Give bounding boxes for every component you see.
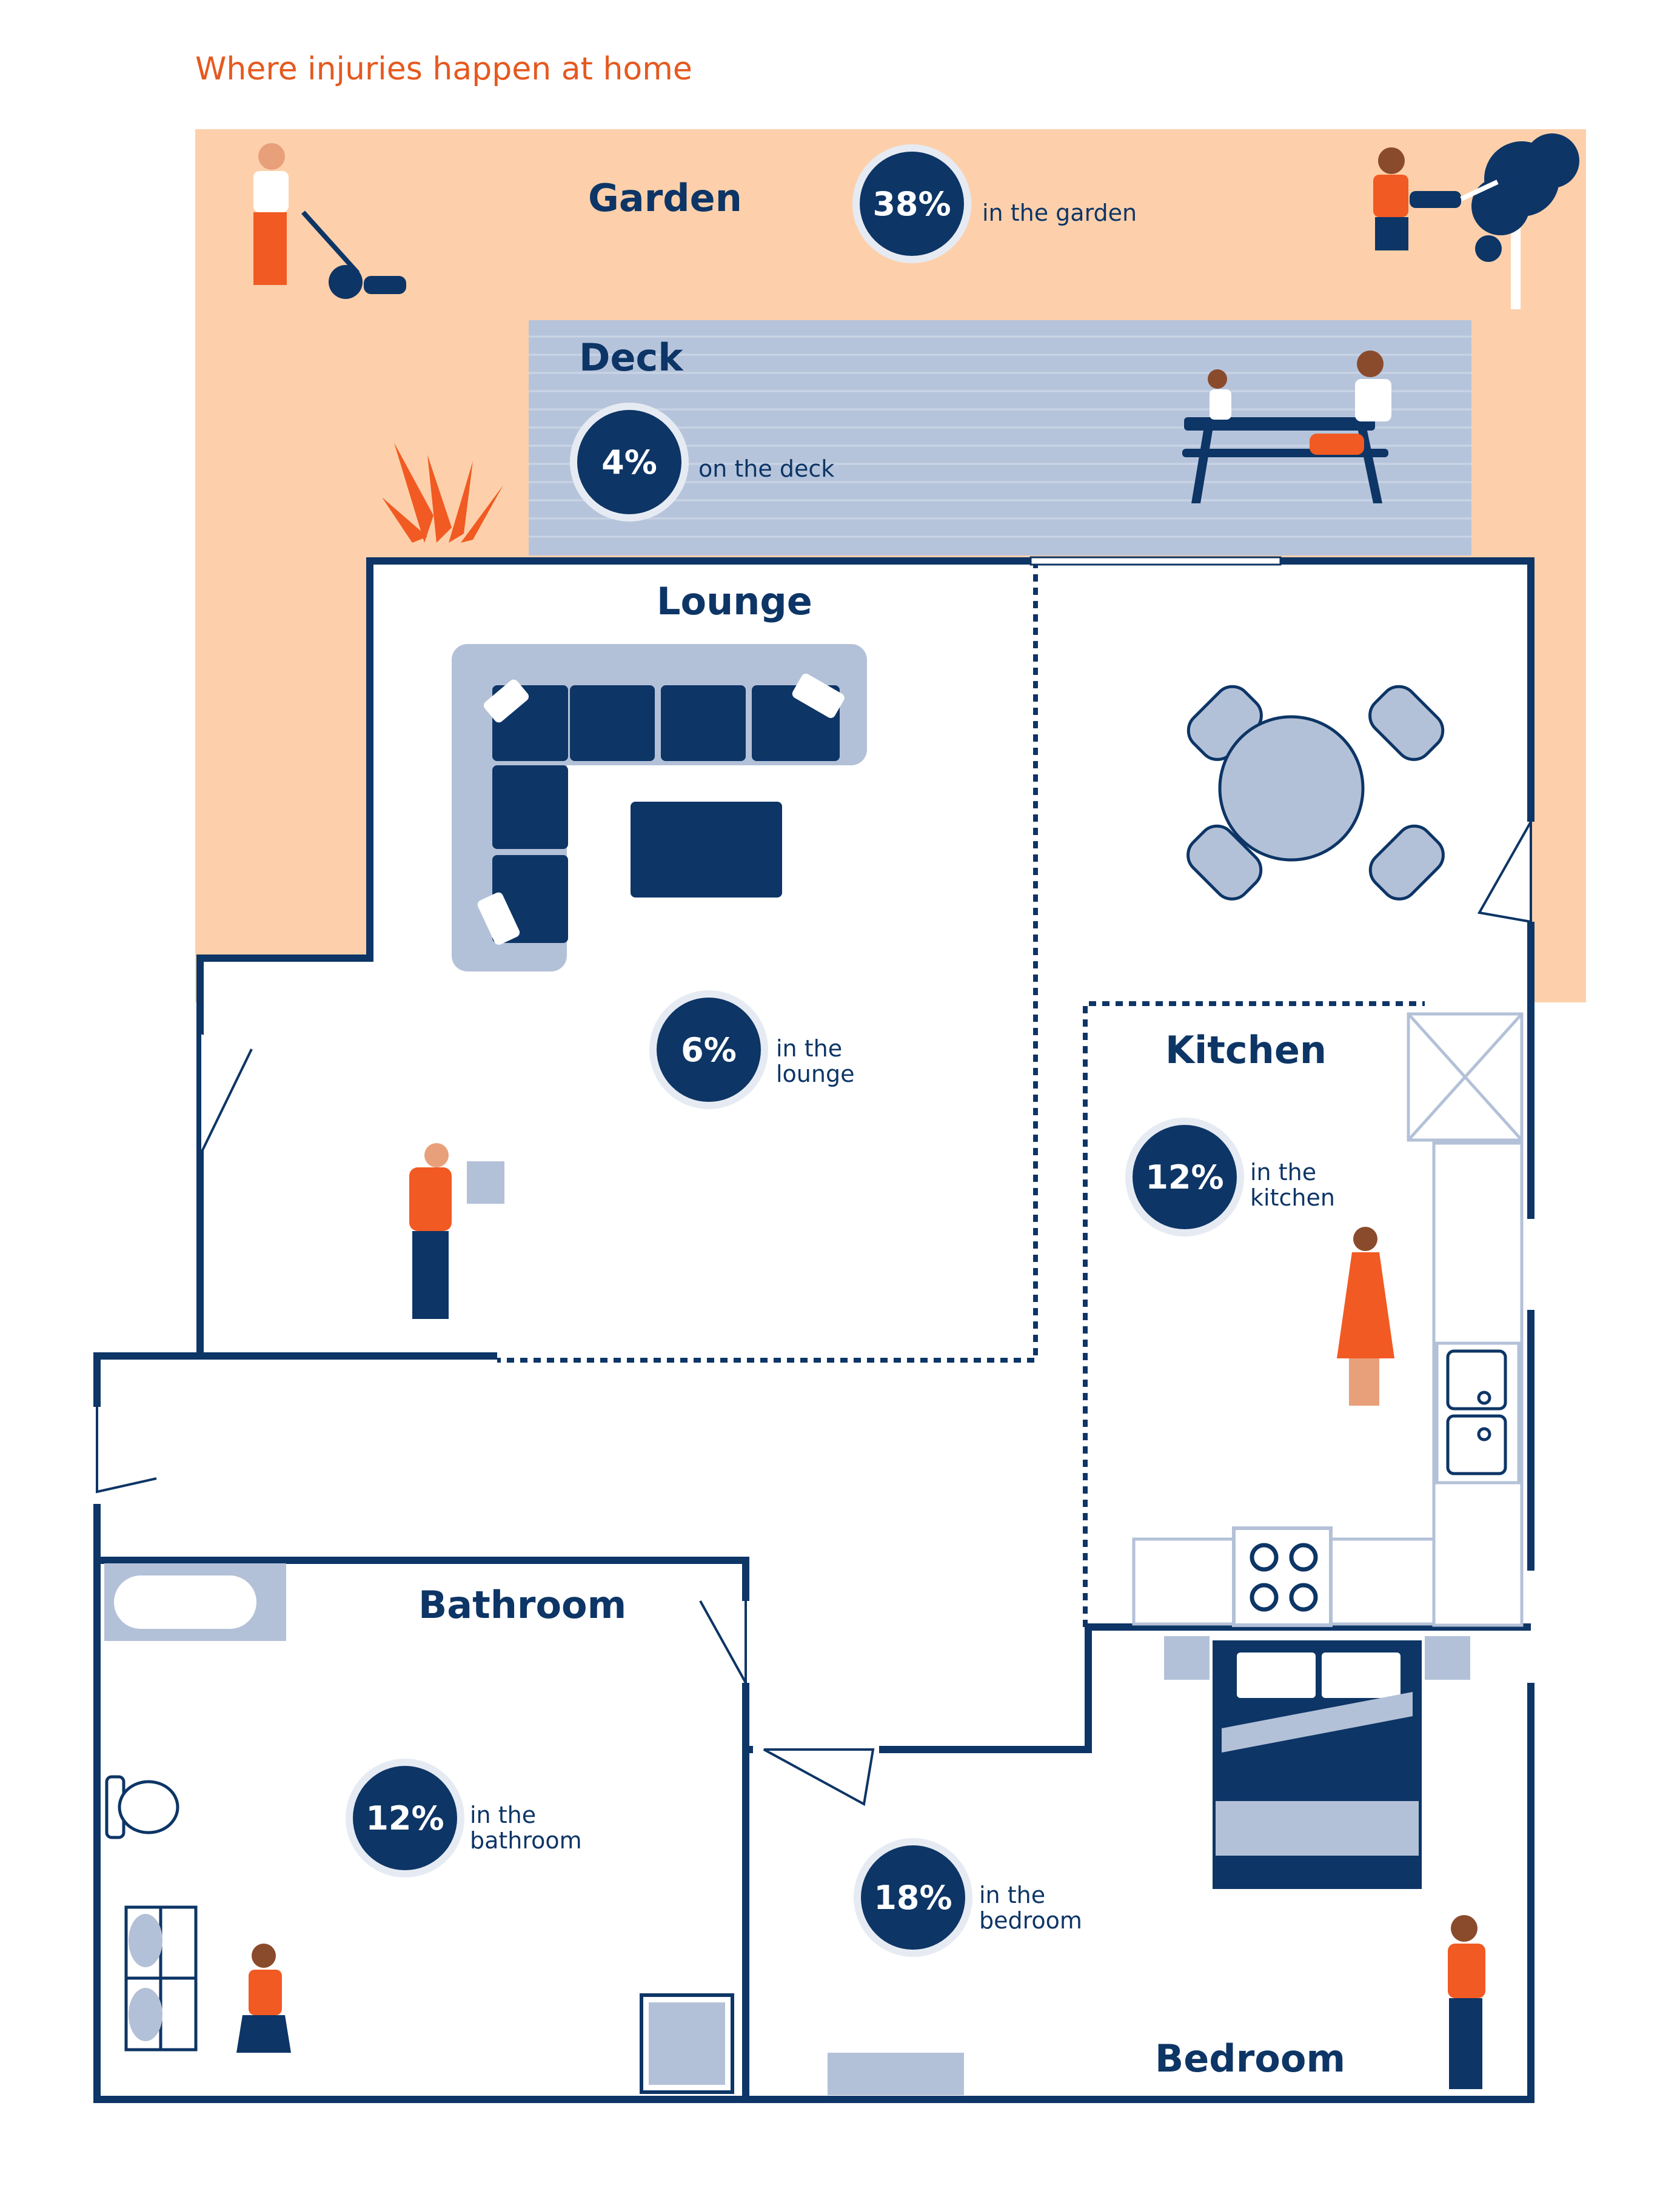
desc-bathroom-line1: in the bbox=[470, 1802, 537, 1828]
sink-icon bbox=[124, 1905, 198, 2052]
percent-badge-bathroom: 12% bbox=[353, 1766, 457, 1870]
tree-icon bbox=[1471, 133, 1579, 309]
bed-icon bbox=[1164, 1636, 1470, 1889]
room-label-garden: Garden bbox=[588, 176, 742, 220]
stove-icon bbox=[1232, 1526, 1333, 1627]
shower-icon bbox=[640, 1993, 734, 2094]
room-label-bathroom: Bathroom bbox=[418, 1583, 627, 1627]
percent-badge-deck: 4% bbox=[577, 410, 681, 514]
percent-badge-lounge: 6% bbox=[657, 998, 761, 1102]
desc-bathroom: in the bathroom bbox=[470, 1802, 582, 1853]
desc-garden: in the garden bbox=[982, 200, 1137, 226]
desc-bedroom: in the bedroom bbox=[979, 1882, 1082, 1933]
desc-lounge: in the lounge bbox=[776, 1036, 854, 1087]
room-label-deck: Deck bbox=[579, 335, 683, 380]
picnic-table-icon bbox=[1182, 417, 1388, 503]
bathtub-icon bbox=[104, 1563, 286, 1641]
desc-kitchen-line2: kitchen bbox=[1250, 1184, 1335, 1211]
desc-deck: on the deck bbox=[698, 455, 835, 482]
desc-kitchen-line1: in the bbox=[1250, 1159, 1317, 1186]
coffee-table bbox=[631, 802, 782, 898]
desc-kitchen: in the kitchen bbox=[1250, 1159, 1335, 1210]
toilet-icon bbox=[105, 1775, 179, 1839]
percent-badge-garden: 38% bbox=[860, 152, 964, 256]
sofa-icon bbox=[452, 644, 867, 971]
desc-lounge-line1: in the bbox=[776, 1035, 843, 1062]
room-label-kitchen: Kitchen bbox=[1165, 1028, 1327, 1072]
percent-badge-bedroom: 18% bbox=[861, 1845, 965, 1950]
desc-bedroom-line2: bedroom bbox=[979, 1907, 1082, 1934]
person-icon bbox=[236, 143, 1499, 2089]
room-label-bedroom: Bedroom bbox=[1155, 2036, 1346, 2081]
desc-bathroom-line2: bathroom bbox=[470, 1827, 582, 1854]
kitchen-sink-icon bbox=[1435, 1341, 1521, 1485]
page-title: Where injuries happen at home bbox=[195, 51, 692, 87]
desc-bedroom-line1: in the bbox=[979, 1882, 1046, 1908]
bedroom-rug bbox=[828, 2053, 964, 2095]
doors bbox=[96, 817, 1532, 1807]
dining-table-icon bbox=[1186, 685, 1445, 901]
window bbox=[1029, 556, 1282, 566]
percent-badge-kitchen: 12% bbox=[1133, 1125, 1237, 1229]
plant-icon bbox=[382, 443, 503, 543]
desc-lounge-line2: lounge bbox=[776, 1061, 855, 1087]
room-label-lounge: Lounge bbox=[657, 579, 812, 623]
